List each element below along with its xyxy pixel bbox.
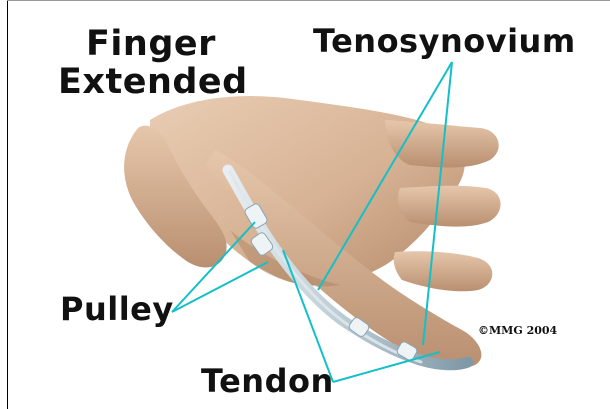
little-finger-shape: [394, 251, 493, 291]
title-line-2: Extended: [58, 62, 248, 102]
leader-pulley-2: [172, 262, 268, 312]
title-line-1: Finger: [86, 24, 216, 64]
leader-tendon-2: [333, 352, 440, 382]
ring-finger-shape: [398, 186, 500, 227]
tenosynovium-label: Tenosynovium: [313, 22, 576, 60]
pulley-label: Pulley: [60, 290, 174, 328]
tendon-label: Tendon: [201, 362, 334, 400]
copyright-text: ©MMG 2004: [478, 324, 557, 337]
